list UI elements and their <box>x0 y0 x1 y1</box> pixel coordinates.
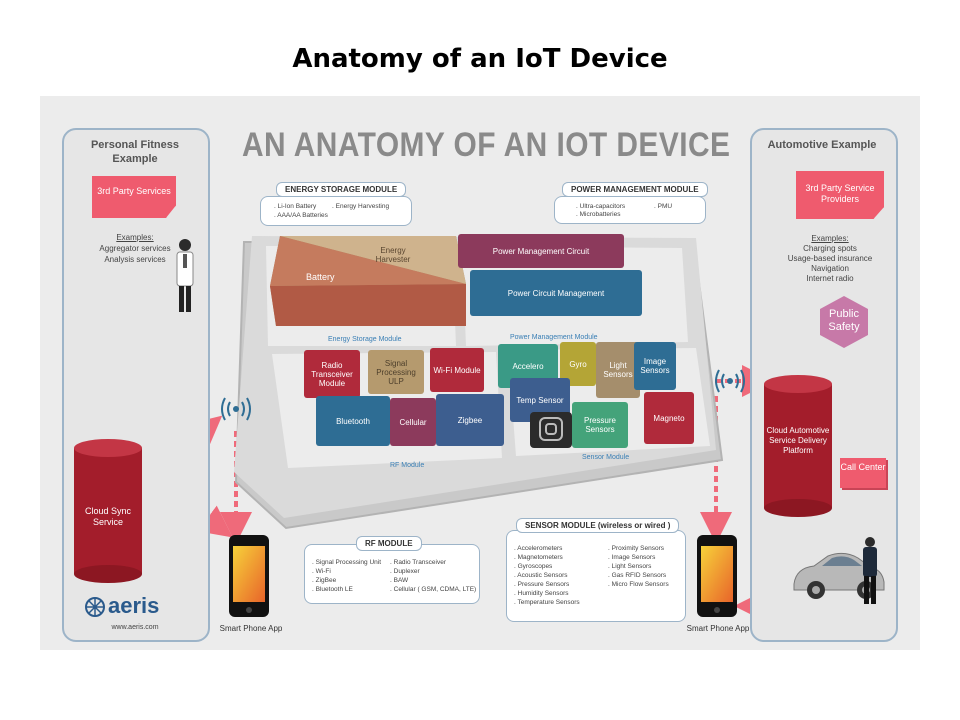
sensor-info-box <box>506 530 686 622</box>
cloud-automotive-label: Cloud Automotive Service Delivery Platfo… <box>766 426 830 455</box>
signal-processing-block: Signal Processing ULP <box>368 350 424 394</box>
left-example-item: Aggregator services <box>99 244 171 253</box>
sensor-item: . Micro Flow Sensors <box>608 581 669 588</box>
cloud-sync-label: Cloud Sync Service <box>84 506 132 527</box>
third-party-services-box: 3rd Party Services <box>92 176 176 218</box>
magnetometer-block: Magneto <box>644 392 694 444</box>
energy-storage-info-title: ENERGY STORAGE MODULE <box>276 182 407 197</box>
sensor-chip-icon <box>530 412 572 448</box>
power-circuit-management-block: Power Circuit Management <box>470 270 642 316</box>
call-center-box: Call Center <box>840 458 886 488</box>
battery-label: Battery <box>306 272 335 282</box>
right-example-item: Internet radio <box>806 274 854 283</box>
sensor-item: . Light Sensors <box>608 563 652 570</box>
power-management-item: . PMU <box>654 203 673 210</box>
bluetooth-block: Bluetooth <box>316 396 390 446</box>
cloud-automotive-cylinder <box>764 375 832 517</box>
rf-item: . BAW <box>390 577 409 584</box>
wifi-signal-icon-right <box>715 369 745 393</box>
right-example-item: Usage-based insurance <box>787 254 873 263</box>
power-management-item: . Ultra-capacitors <box>576 203 626 210</box>
smartphone-left-caption: Smart Phone App <box>219 624 283 633</box>
car-and-driver-icon <box>793 537 885 604</box>
power-management-circuit-block: Power Management Circuit <box>458 234 624 268</box>
aeris-logo-icon <box>85 597 105 617</box>
aeris-brand: aeris <box>108 593 160 618</box>
smartphone-left-icon <box>229 535 269 617</box>
sensor-item: . Acoustic Sensors <box>514 572 568 579</box>
automotive-title: Automotive Example <box>767 139 877 151</box>
power-management-board-label: Power Management Module <box>510 334 598 341</box>
infographic-canvas: Personal Fitness Example 3rd Party Servi… <box>40 96 920 650</box>
smartphone-right-caption: Smart Phone App <box>686 624 750 633</box>
sensor-item: . Gyroscopes <box>514 563 553 570</box>
right-examples-label: Examples: <box>811 234 849 243</box>
sensor-item: . Pressure Sensors <box>514 581 570 588</box>
energy-storage-item: . Energy Harvesting <box>332 203 390 210</box>
public-safety-label: Public Safety <box>828 308 860 333</box>
rf-item: . Cellular ( GSM, CDMA, LTE) <box>390 586 477 593</box>
left-example-item: Analysis services <box>104 255 166 264</box>
sensor-info-title: SENSOR MODULE (wireless or wired ) <box>516 518 680 533</box>
cloud-sync-cylinder <box>74 439 142 583</box>
power-management-info-title: POWER MANAGEMENT MODULE <box>562 182 708 197</box>
rf-item: . Bluetooth LE <box>312 586 353 593</box>
image-sensors-block: Image Sensors <box>634 342 676 390</box>
sensor-board-label: Sensor Module <box>582 454 630 461</box>
sensor-item: . Accelerometers <box>514 545 563 552</box>
slide-title: Anatomy of an IoT Device <box>292 44 668 74</box>
right-example-item: Navigation <box>811 264 849 273</box>
energy-storage-board-label: Energy Storage Module <box>328 336 402 343</box>
infographic-title: AN ANATOMY OF AN IOT DEVICE <box>242 126 731 164</box>
light-sensors-block: Light Sensors <box>596 342 640 398</box>
wifi-signal-icon-left <box>221 397 251 421</box>
sensor-item: . Humidity Sensors <box>514 590 569 597</box>
energy-harvester-label: Energy Harvester <box>375 246 411 264</box>
rf-board-label: RF Module <box>390 462 425 469</box>
doctor-icon <box>176 239 194 312</box>
sensor-item: . Image Sensors <box>608 554 656 561</box>
rf-item: . Duplexer <box>390 568 420 575</box>
aeris-url: www.aeris.com <box>111 624 159 631</box>
personal-fitness-title: Personal Fitness Example <box>90 139 180 165</box>
rf-info-title: RF MODULE <box>356 536 422 551</box>
radio-transceiver-block: Radio Transceiver Module <box>304 350 360 398</box>
right-example-item: Charging spots <box>803 244 857 253</box>
smartphone-right-icon <box>697 535 737 617</box>
sensor-item: . Gas RFID Sensors <box>608 572 667 579</box>
rf-item: . Radio Transceiver <box>390 559 447 566</box>
energy-storage-item: . Li-Ion Battery <box>274 203 317 210</box>
public-safety-hexagon <box>820 296 868 348</box>
wifi-module-block: Wi-Fi Module <box>430 348 484 392</box>
third-party-providers-box: 3rd Party Service Providers <box>796 171 884 219</box>
power-management-item: . Microbatteries <box>576 211 621 218</box>
sensor-item: . Magnetometers <box>514 554 563 561</box>
sensor-item: . Temperature Sensors <box>514 599 580 606</box>
energy-storage-item: . AAA/AA Batteries <box>274 212 328 219</box>
sensor-item: . Proximity Sensors <box>608 545 664 552</box>
rf-item: . Wi-Fi <box>312 568 331 575</box>
zigbee-block: Zigbee <box>436 394 504 446</box>
pressure-sensors-block: Pressure Sensors <box>572 402 628 448</box>
rf-item: . Signal Processing Unit <box>312 559 382 566</box>
left-examples-label: Examples: <box>116 233 154 242</box>
cellular-block: Cellular <box>390 398 436 446</box>
battery-harvester-block <box>270 236 466 326</box>
rf-item: . ZigBee <box>312 577 337 584</box>
